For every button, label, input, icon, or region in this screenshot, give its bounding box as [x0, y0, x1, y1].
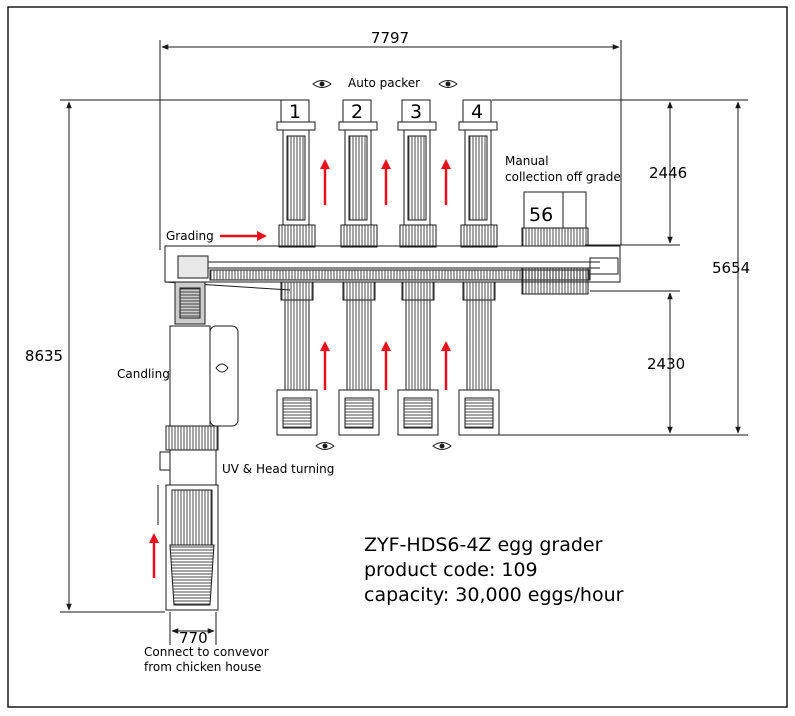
label-manual: Manual — [505, 154, 549, 168]
packer-4 — [458, 99, 500, 436]
drawing-border — [7, 6, 788, 708]
title-product-code: product code: 109 — [364, 559, 538, 581]
dim-total-width: 7797 — [371, 29, 409, 47]
dim-total-height: 8635 — [25, 347, 63, 365]
operator-icon-top-left — [312, 80, 332, 88]
label-connect-line1: Connect to convevor — [144, 645, 269, 659]
packer-number-1: 1 — [289, 101, 301, 123]
dim-inlet-width: 770 — [179, 629, 208, 647]
flow-arrows — [149, 159, 451, 578]
packer-3 — [397, 99, 439, 436]
label-candling: Candling — [117, 367, 170, 381]
operator-icon-top-right — [438, 80, 458, 88]
title-capacity: capacity: 30,000 eggs/hour — [364, 584, 624, 606]
inlet-conveyor — [157, 484, 219, 611]
operator-icons — [312, 80, 458, 450]
title-model: ZYF-HDS6-4Z egg grader — [364, 534, 603, 556]
packer-units — [276, 99, 500, 436]
label-uv-head-turning: UV & Head turning — [222, 462, 334, 476]
dim-upper-length: 2446 — [649, 164, 687, 182]
dim-lower-length: 2430 — [647, 355, 685, 373]
candling-unit — [169, 325, 239, 427]
dimension-lines — [60, 40, 748, 645]
label-connect-line2: from chicken house — [144, 660, 261, 674]
packer-2 — [338, 99, 380, 436]
label-auto-packer: Auto packer — [348, 76, 420, 90]
manual-collection-station — [521, 191, 589, 295]
manual-station-number: 56 — [529, 204, 553, 226]
uv-head-turning-unit — [159, 425, 219, 486]
label-grading: Grading — [166, 229, 214, 243]
packer-number-2: 2 — [351, 101, 363, 123]
dim-overall-length: 5654 — [712, 259, 750, 277]
operator-icon-bottom-left — [315, 442, 335, 450]
label-collection-off-grade: collection off grade — [505, 170, 621, 184]
operator-icon-bottom-right — [432, 442, 452, 450]
packer-number-4: 4 — [471, 101, 483, 123]
packer-number-3: 3 — [410, 101, 422, 123]
packer-1 — [276, 99, 318, 436]
